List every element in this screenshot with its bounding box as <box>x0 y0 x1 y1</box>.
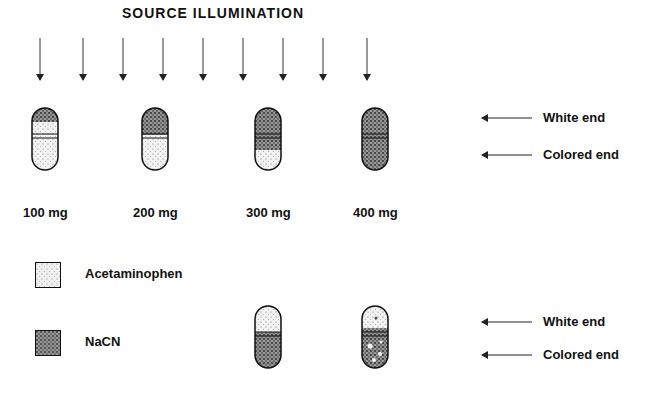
dose-label: 400 mg <box>353 205 398 221</box>
capsule-200 <box>142 108 168 170</box>
dose-label: 300 mg <box>246 205 291 221</box>
dose-label: 200 mg <box>133 205 178 221</box>
legend-swatch <box>35 330 61 356</box>
light-arrows <box>40 38 367 80</box>
capsule-100 <box>32 108 58 170</box>
pointer-arrows <box>482 118 532 355</box>
end-label: White end <box>543 110 605 126</box>
end-label: Colored end <box>543 347 619 363</box>
capsule-bottom-right <box>362 306 388 368</box>
capsule-400 <box>362 108 388 170</box>
capsule-300 <box>255 108 281 170</box>
end-label: Colored end <box>543 147 619 163</box>
dose-label: 100 mg <box>23 205 68 221</box>
end-label: White end <box>543 314 605 330</box>
legend-swatch <box>35 262 61 288</box>
diagram-title: SOURCE ILLUMINATION <box>122 5 304 21</box>
capsule-bottom-left <box>255 306 281 368</box>
legend-text: NaCN <box>85 334 120 350</box>
legend-text: Acetaminophen <box>85 266 183 282</box>
